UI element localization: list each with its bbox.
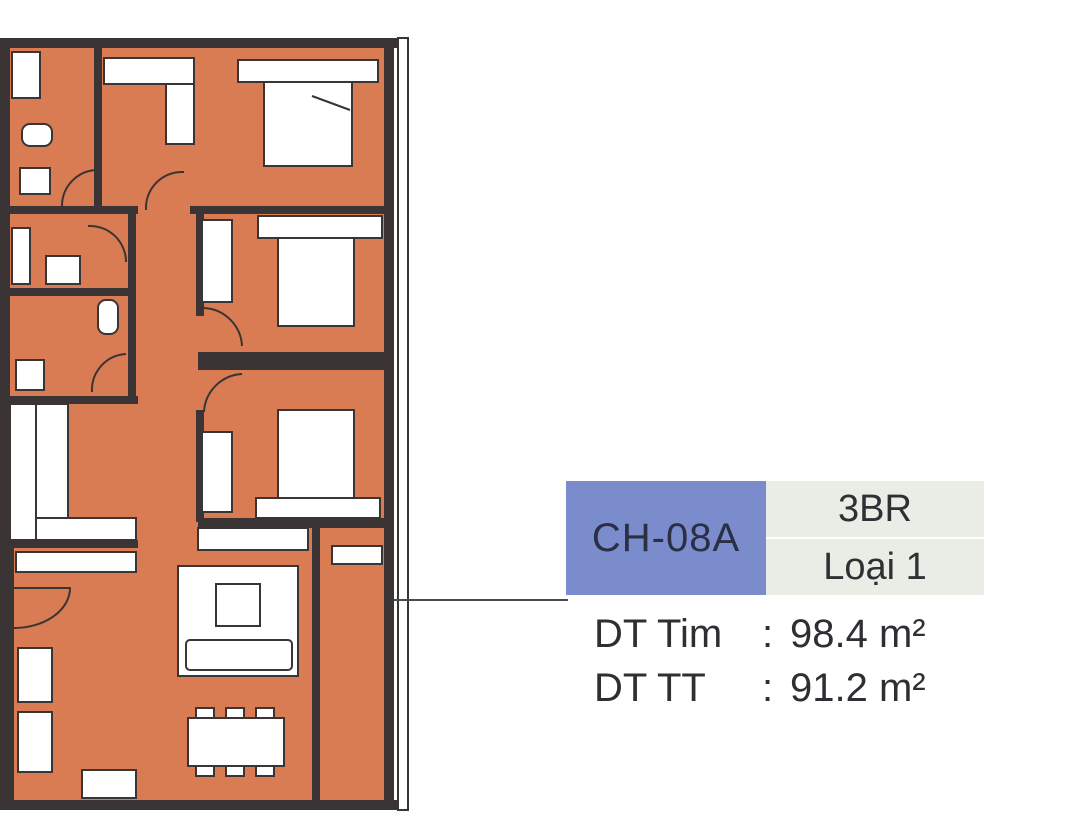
- living-room: [177, 565, 299, 777]
- unit-label: CH-08A 3BR Loại 1: [566, 481, 984, 595]
- facade-line: [397, 37, 409, 811]
- bedroom-1-bed: [237, 59, 379, 167]
- door-swing: [60, 169, 97, 207]
- bathtub: [11, 227, 31, 285]
- wall-bath2-bottom: [6, 288, 134, 296]
- wardrobe-1: [103, 57, 195, 145]
- bedroom-3: [201, 373, 381, 519]
- fridge: [17, 647, 53, 703]
- bedroom-count: 3BR: [766, 481, 984, 537]
- area-value: 91.2 m²: [790, 666, 926, 710]
- area-row-usable: DT TT:91.2 m²: [594, 666, 926, 711]
- unit-type: Loại 1: [766, 539, 984, 595]
- door-swing-3: [90, 353, 127, 393]
- outer-wall-left: [0, 38, 10, 550]
- wall-bed2-left: [196, 206, 204, 316]
- walls: [0, 37, 409, 811]
- wall-bath1-bottom: [6, 206, 138, 214]
- bathroom-3: [15, 299, 127, 393]
- wall-bed3-left: [196, 410, 204, 522]
- sink: [19, 167, 51, 195]
- wall-bath1-right: [94, 48, 102, 208]
- outer-wall-right: [384, 38, 394, 810]
- sink-2: [15, 359, 45, 391]
- shower: [11, 51, 41, 99]
- bed-2: [277, 237, 355, 327]
- outer-wall-left-lower: [0, 548, 14, 810]
- balcony: [331, 545, 383, 565]
- unit-code: CH-08A: [566, 481, 766, 595]
- wall-bed3-bottom: [198, 518, 388, 528]
- area-separator: :: [762, 612, 774, 656]
- outer-wall-bottom: [0, 800, 408, 810]
- wall-balcony-left: [312, 528, 320, 800]
- coffee-table: [215, 583, 261, 627]
- wall-bed2-bottom: [198, 352, 388, 370]
- area-separator: :: [762, 666, 774, 710]
- wardrobe-3: [201, 431, 233, 513]
- wall-bath3-bottom: [6, 396, 138, 404]
- wardrobe-2: [201, 219, 233, 303]
- door-swing-hall: [144, 170, 185, 211]
- callout-line: [394, 599, 568, 601]
- floor-plan: [0, 37, 420, 811]
- area-label: DT Tim: [594, 612, 723, 656]
- stove: [17, 711, 53, 773]
- vanity: [45, 255, 81, 285]
- bed-2-headboard: [257, 215, 383, 239]
- area-label: DT TT: [594, 666, 706, 710]
- bedroom-2: [201, 215, 383, 347]
- outer-wall-top: [0, 38, 408, 48]
- area-row-carpet: DT Tim:98.4 m²: [594, 612, 926, 657]
- kitchen-counter: [9, 403, 137, 573]
- wall-bath2-right: [128, 214, 136, 404]
- bathroom-1: [11, 51, 97, 207]
- toilet-2: [97, 299, 119, 335]
- toilet: [21, 123, 53, 147]
- bed-3: [277, 409, 355, 501]
- area-value: 98.4 m²: [790, 612, 926, 656]
- sofa: [185, 639, 293, 671]
- sink-kitchen: [81, 769, 137, 799]
- kitchen-lower: [13, 587, 137, 799]
- wall-bed1-bottom: [190, 206, 388, 214]
- door-swing-2: [87, 224, 128, 263]
- tv-console: [197, 527, 309, 551]
- entry-door-swing: [13, 587, 72, 629]
- wall-kitchen-top: [6, 540, 138, 548]
- bathroom-2: [11, 224, 128, 285]
- dining-table: [187, 717, 285, 767]
- bed-3-headboard: [255, 497, 381, 519]
